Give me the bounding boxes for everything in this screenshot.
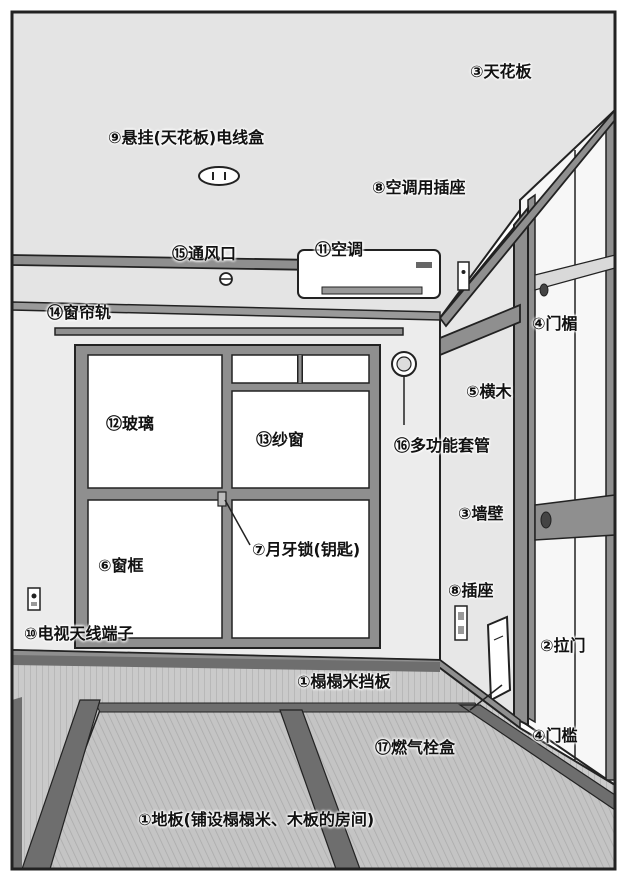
label-window-frame: ⑥窗框	[98, 556, 144, 575]
label-sleeve: ⑯多功能套管	[394, 436, 491, 455]
ceiling-box-icon	[198, 166, 240, 186]
label-screen: ⑬纱窗	[256, 430, 305, 449]
crescent-lock-icon	[217, 491, 227, 507]
label-air-conditioner: ⑪空调	[315, 240, 364, 259]
label-tv-terminal: ⑩电视天线端子	[24, 624, 134, 643]
curtain-rail	[54, 327, 404, 336]
label-crescent-lock: ⑦月牙锁(钥匙)	[252, 540, 361, 559]
label-tatami-baseboard: ①榻榻米挡板	[297, 672, 391, 691]
label-gas-valve-box: ⑰燃气栓盒	[375, 738, 456, 757]
tatami-border-band	[12, 697, 22, 869]
label-curtain-rail: ⑭窗帘轨	[47, 303, 112, 322]
illustration-frame	[10, 10, 617, 871]
sleeve-icon	[391, 351, 417, 425]
wall-outlet-icon	[454, 605, 468, 641]
vent-icon	[219, 272, 233, 286]
crossbeam	[439, 303, 521, 357]
leader-lines	[224, 499, 503, 711]
tatami-border-band	[12, 655, 440, 672]
gas-valve-box-icon	[486, 615, 512, 702]
label-pendant-box: ⑨悬挂(天花板)电线盒	[108, 128, 265, 147]
tv-terminal-icon	[27, 587, 41, 611]
label-ac-outlet: ⑧空调用插座	[372, 178, 466, 197]
label-vent: ⑮通风口	[172, 244, 237, 263]
label-wall: ③墙壁	[458, 504, 504, 523]
door-post	[513, 205, 529, 727]
label-ceiling: ③天花板	[470, 62, 532, 81]
label-outlet: ⑧插座	[448, 581, 494, 600]
label-crossbeam: ⑤横木	[466, 382, 512, 401]
label-glass: ⑫玻璃	[106, 414, 155, 433]
label-floor: ①地板(铺设榻榻米、木板的房间)	[138, 810, 375, 829]
ac-outlet-icon	[457, 261, 470, 291]
window	[74, 344, 381, 649]
label-threshold: ④门槛	[532, 726, 578, 745]
label-lintel: ④门楣	[532, 314, 578, 333]
label-sliding-door: ②拉门	[540, 636, 586, 655]
air-conditioner	[297, 249, 441, 299]
